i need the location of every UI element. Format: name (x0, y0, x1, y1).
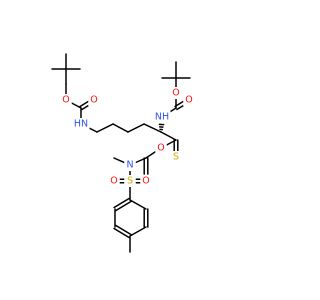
bond-r6-r1 (129, 199, 147, 210)
atom-label-s1: S (173, 152, 179, 163)
bond-ch2-ch3 (112, 123, 129, 133)
bond-r1-r2-a (113, 197, 130, 209)
bond-r4-r5 (129, 226, 147, 237)
bond-ch1-ch2 (96, 123, 114, 133)
atom-label-background (124, 175, 136, 187)
bonds-layer (51, 53, 191, 253)
atom-label-background (124, 159, 136, 171)
atom-label-o7: O (142, 176, 149, 187)
bond-ch4-ca (143, 123, 162, 133)
atom-label-o6: O (110, 176, 117, 187)
atom-label-background (170, 151, 182, 163)
atom-label-background (170, 87, 182, 99)
bond-r3-r4-b (115, 224, 132, 236)
atom-label-n3: N (126, 160, 133, 171)
atom-label-o4: O (172, 88, 179, 99)
bond-r3-r4-a (113, 227, 130, 239)
atom-label-background (88, 94, 100, 106)
atom-label-o2: O (90, 95, 97, 106)
atom-label-o1: O (62, 95, 69, 106)
atom-label-background (140, 175, 152, 187)
atom-label-s2: S (127, 176, 133, 187)
atom-label-background (108, 175, 120, 187)
atom-label-background (153, 111, 171, 123)
atom-label-background (60, 94, 72, 106)
bond-ca-tc (160, 131, 177, 141)
atom-label-n2: NH (155, 112, 169, 123)
atom-label-n1: HN (74, 119, 88, 130)
atom-label-background (155, 142, 167, 154)
atom-label-background (72, 118, 90, 130)
atom-label-o5: O (157, 143, 164, 154)
bond-r1-r2-b (115, 200, 132, 212)
bond-ch3-ch4 (127, 123, 145, 133)
atom-label-background (183, 94, 195, 106)
atom-label-o3: O (185, 95, 192, 106)
